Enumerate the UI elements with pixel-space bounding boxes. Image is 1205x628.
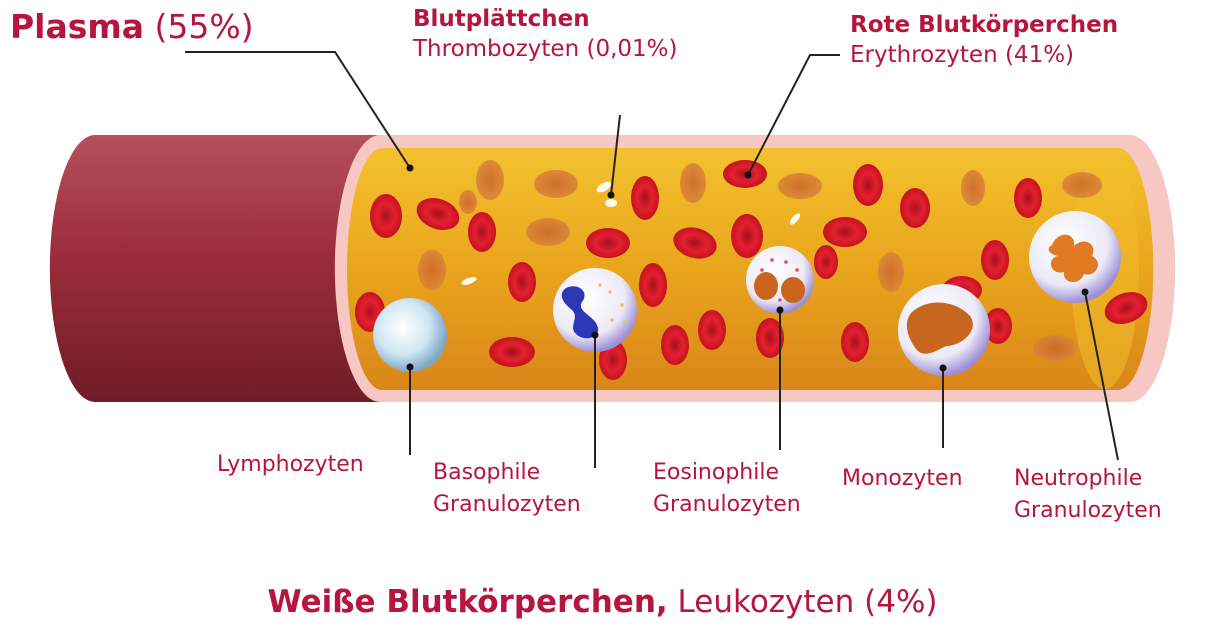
basophils-label-line2: Granulozyten — [433, 492, 581, 517]
plasma-label: Plasma (55%) — [10, 8, 254, 46]
neutrophils-label-line2: Granulozyten — [1014, 498, 1162, 523]
monocytes-label: Monozyten — [842, 466, 963, 491]
platelets-label: Blutplättchen Thrombozyten (0,01%) — [413, 6, 677, 63]
plasma-label-bold: Plasma — [10, 7, 144, 46]
platelets-label-subtitle: Thrombozyten (0,01%) — [413, 36, 677, 62]
plasma-label-percent: (55%) — [144, 7, 254, 46]
vessel-outer-wall — [50, 135, 380, 402]
eosinophil-cell — [746, 246, 814, 314]
eosinophils-label-line2: Granulozyten — [653, 492, 801, 517]
white-cells-label-bold: Weiße Blutkörperchen, — [267, 584, 667, 620]
basophils-label: Basophile Granulozyten — [433, 460, 581, 518]
eosinophils-label-line1: Eosinophile — [653, 460, 801, 485]
red-cells-label: Rote Blutkörperchen Erythrozyten (41%) — [850, 12, 1118, 69]
white-cells-label-rest: Leukozyten (4%) — [668, 584, 938, 620]
lymphocyte-cell — [373, 298, 447, 372]
neutrophil-cell — [1029, 211, 1121, 303]
red-cells-label-subtitle: Erythrozyten (41%) — [850, 42, 1118, 68]
white-cells-label: Weiße Blutkörperchen, Leukozyten (4%) — [0, 584, 1205, 620]
platelets-label-title: Blutplättchen — [413, 6, 677, 32]
lymphocytes-label: Lymphozyten — [217, 452, 364, 477]
monocyte-cell — [898, 284, 990, 376]
basophils-label-line1: Basophile — [433, 460, 581, 485]
neutrophils-label: Neutrophile Granulozyten — [1014, 466, 1162, 524]
neutrophils-label-line1: Neutrophile — [1014, 466, 1162, 491]
eosinophils-label: Eosinophile Granulozyten — [653, 460, 801, 518]
red-cells-label-title: Rote Blutkörperchen — [850, 12, 1118, 38]
